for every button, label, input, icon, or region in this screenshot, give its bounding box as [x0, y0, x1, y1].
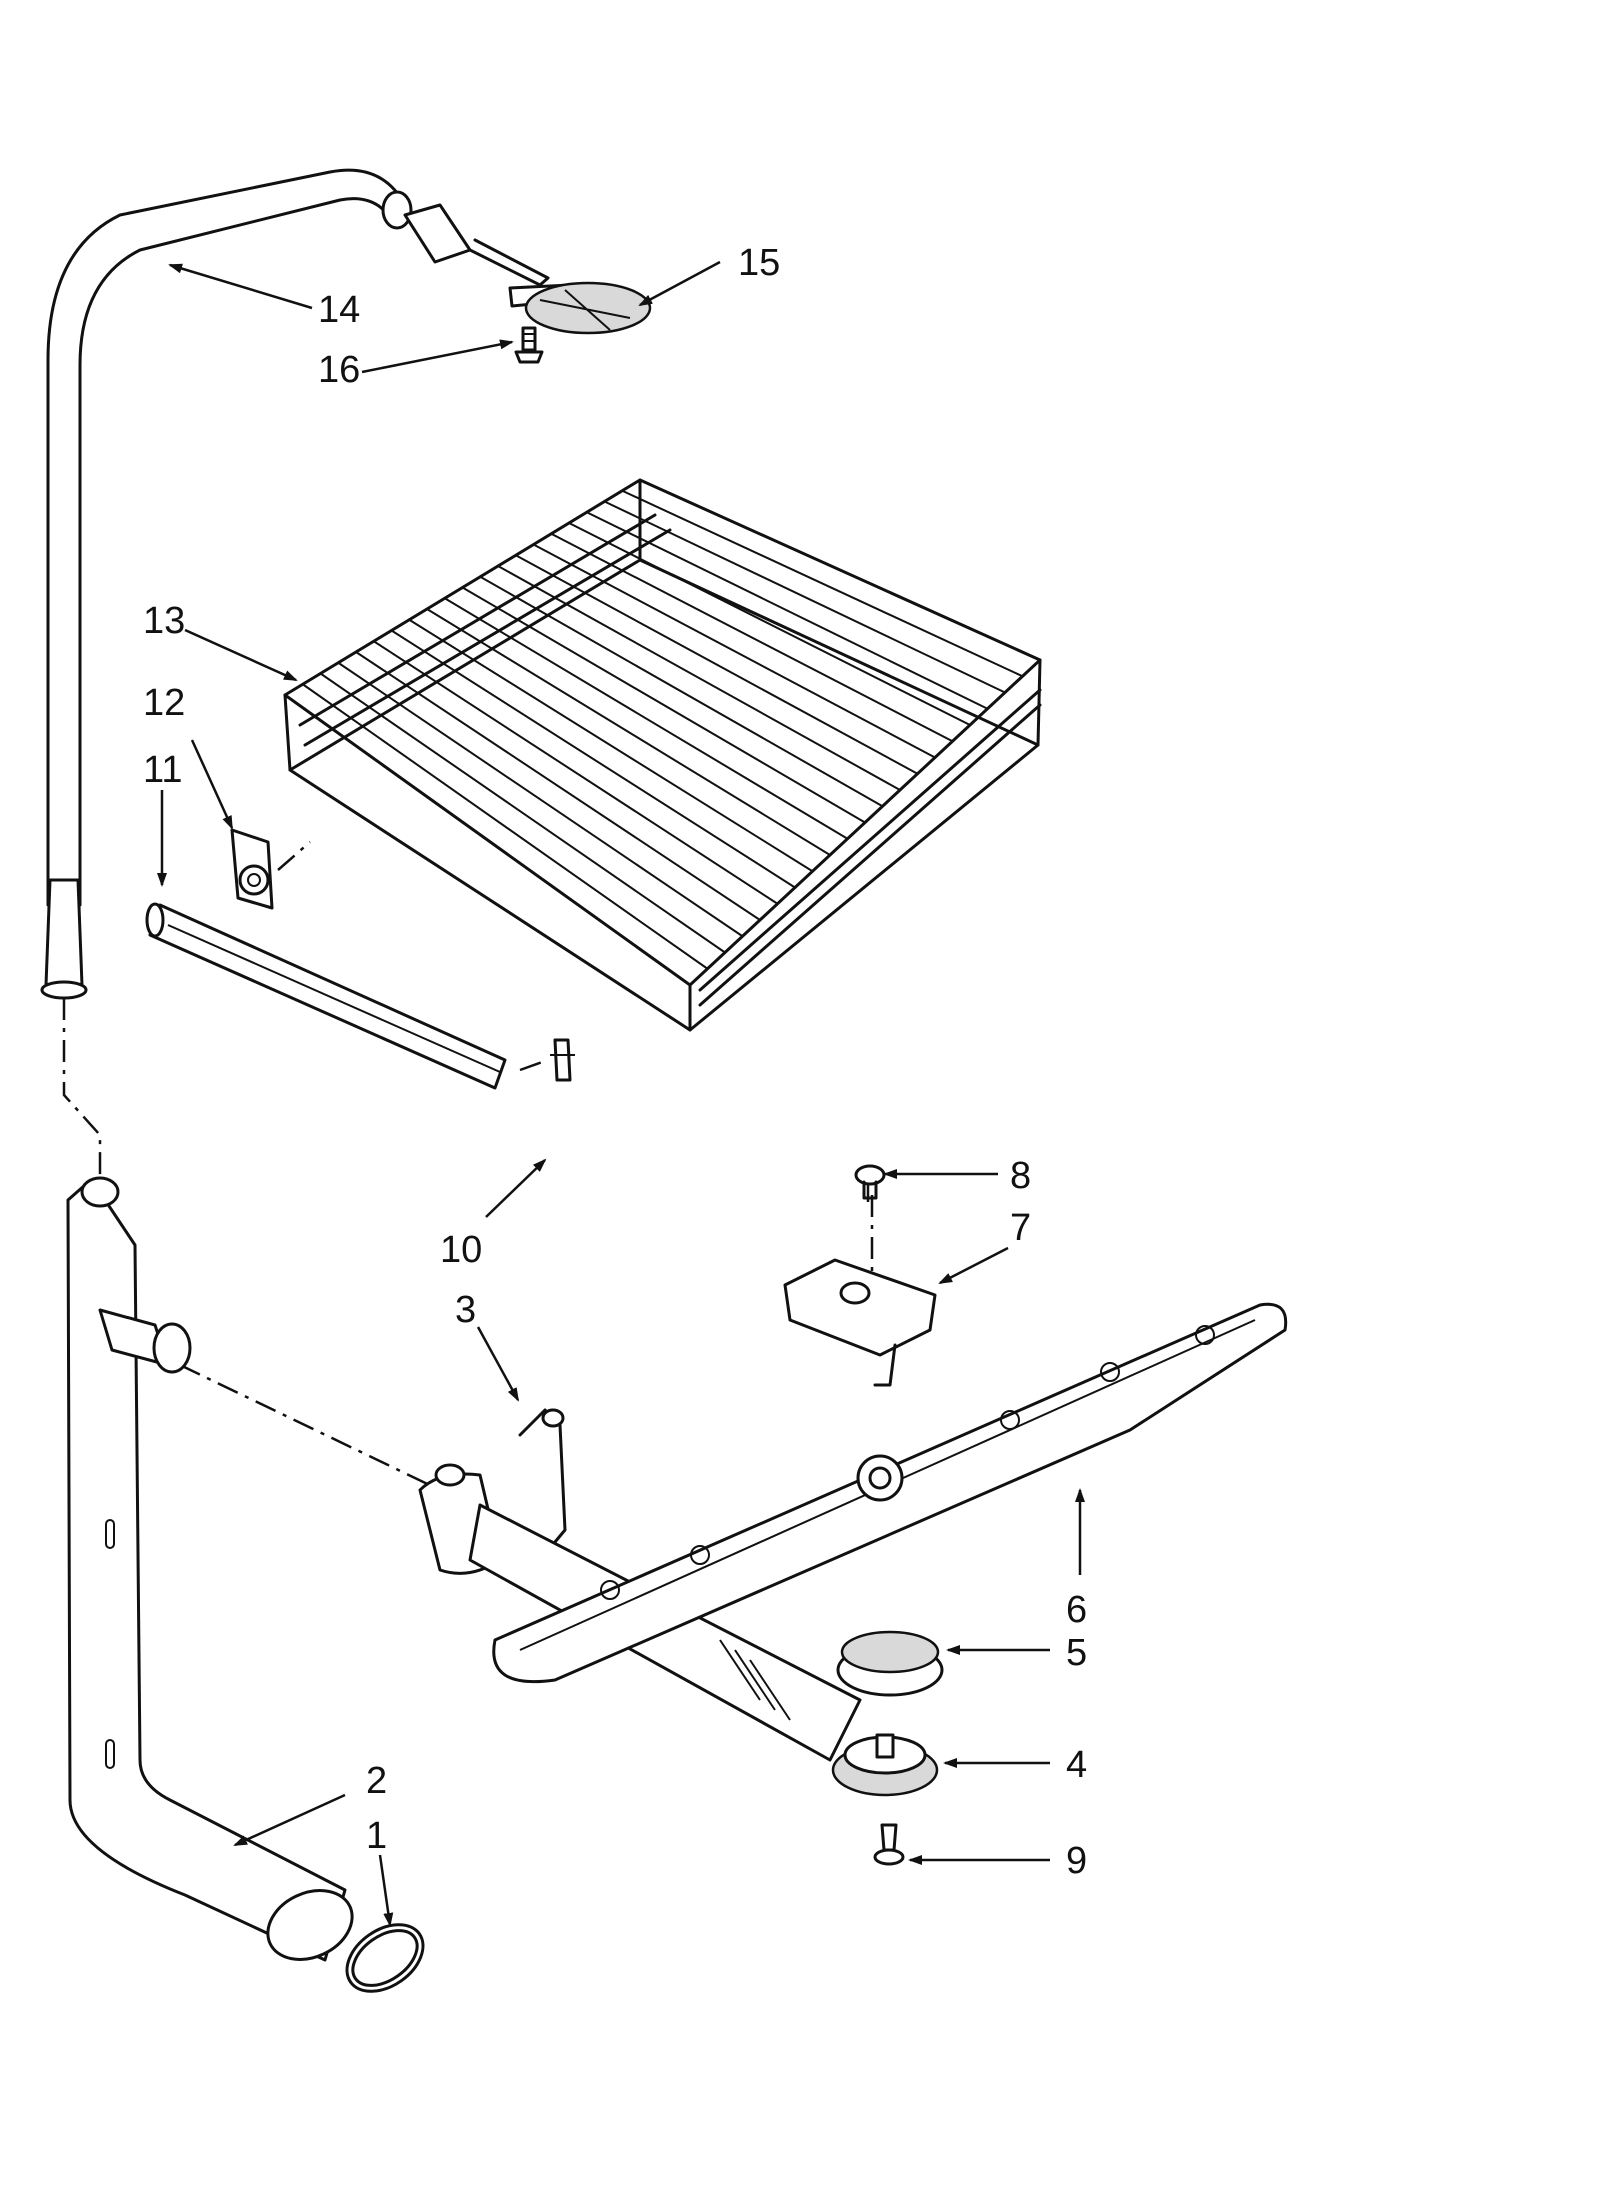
callout-11: 11 — [143, 749, 182, 791]
rack-wire — [479, 575, 883, 808]
upper-supply-tube — [40, 168, 472, 1000]
upper-dish-rack — [283, 478, 1042, 1032]
rack-wire — [550, 532, 953, 743]
base-screw — [873, 1823, 905, 1866]
callout-12: 12 — [143, 682, 185, 724]
rack-wire — [621, 489, 1023, 678]
callout-9: 9 — [1066, 1840, 1087, 1882]
rack-wire — [586, 511, 988, 710]
callout-7: 7 — [1010, 1207, 1031, 1249]
rack-wire — [461, 586, 866, 824]
callout-6: 6 — [1066, 1589, 1087, 1631]
hub-screw — [854, 1164, 886, 1200]
rack-wire — [337, 661, 744, 938]
rack-track-rail — [145, 902, 507, 1090]
callout-15: 15 — [738, 242, 780, 284]
callout-1: 1 — [366, 1815, 387, 1857]
rack-wire — [319, 672, 726, 954]
callout-4: 4 — [1066, 1744, 1087, 1786]
rack-wire — [533, 543, 936, 759]
rack-wire — [284, 694, 691, 986]
rack-adjuster-clip — [230, 828, 311, 910]
callout-14: 14 — [318, 289, 360, 331]
callout-10: 10 — [440, 1229, 482, 1271]
spray-arm-hub-base — [831, 1733, 939, 1797]
callout-16: 16 — [318, 349, 360, 391]
rack-wire — [639, 479, 1041, 661]
lower-supply-tube — [66, 1176, 354, 1962]
rack-wire — [302, 683, 709, 970]
rack-wire — [568, 522, 971, 726]
rack-wire — [515, 554, 918, 775]
rack-wire — [426, 608, 831, 856]
rack-wire — [497, 565, 901, 791]
spray-arm-bearing — [836, 1630, 944, 1697]
callout-2: 2 — [366, 1760, 387, 1802]
nozzle-screw — [514, 326, 544, 364]
callout-5: 5 — [1066, 1632, 1087, 1674]
top-spray-nozzle — [468, 238, 652, 335]
callout-8: 8 — [1010, 1155, 1031, 1197]
rack-wire — [604, 500, 1006, 694]
rack-wire — [408, 618, 814, 873]
o-ring-seal — [345, 1923, 425, 1993]
lower-spray-arm — [492, 1302, 1288, 1684]
spray-arm-hub-bracket — [783, 1258, 937, 1387]
callout-labels: 14 15 16 13 12 11 10 3 8 7 6 5 4 9 2 1 — [143, 242, 1087, 1882]
callout-leaders — [157, 260, 1085, 1927]
callout-3: 3 — [455, 1289, 476, 1331]
rack-wire — [444, 597, 849, 840]
rack-wire — [373, 640, 779, 905]
callout-13: 13 — [143, 600, 185, 642]
rack-wire — [390, 629, 796, 889]
rack-wire — [355, 651, 761, 921]
track-end-cap — [550, 1038, 575, 1082]
